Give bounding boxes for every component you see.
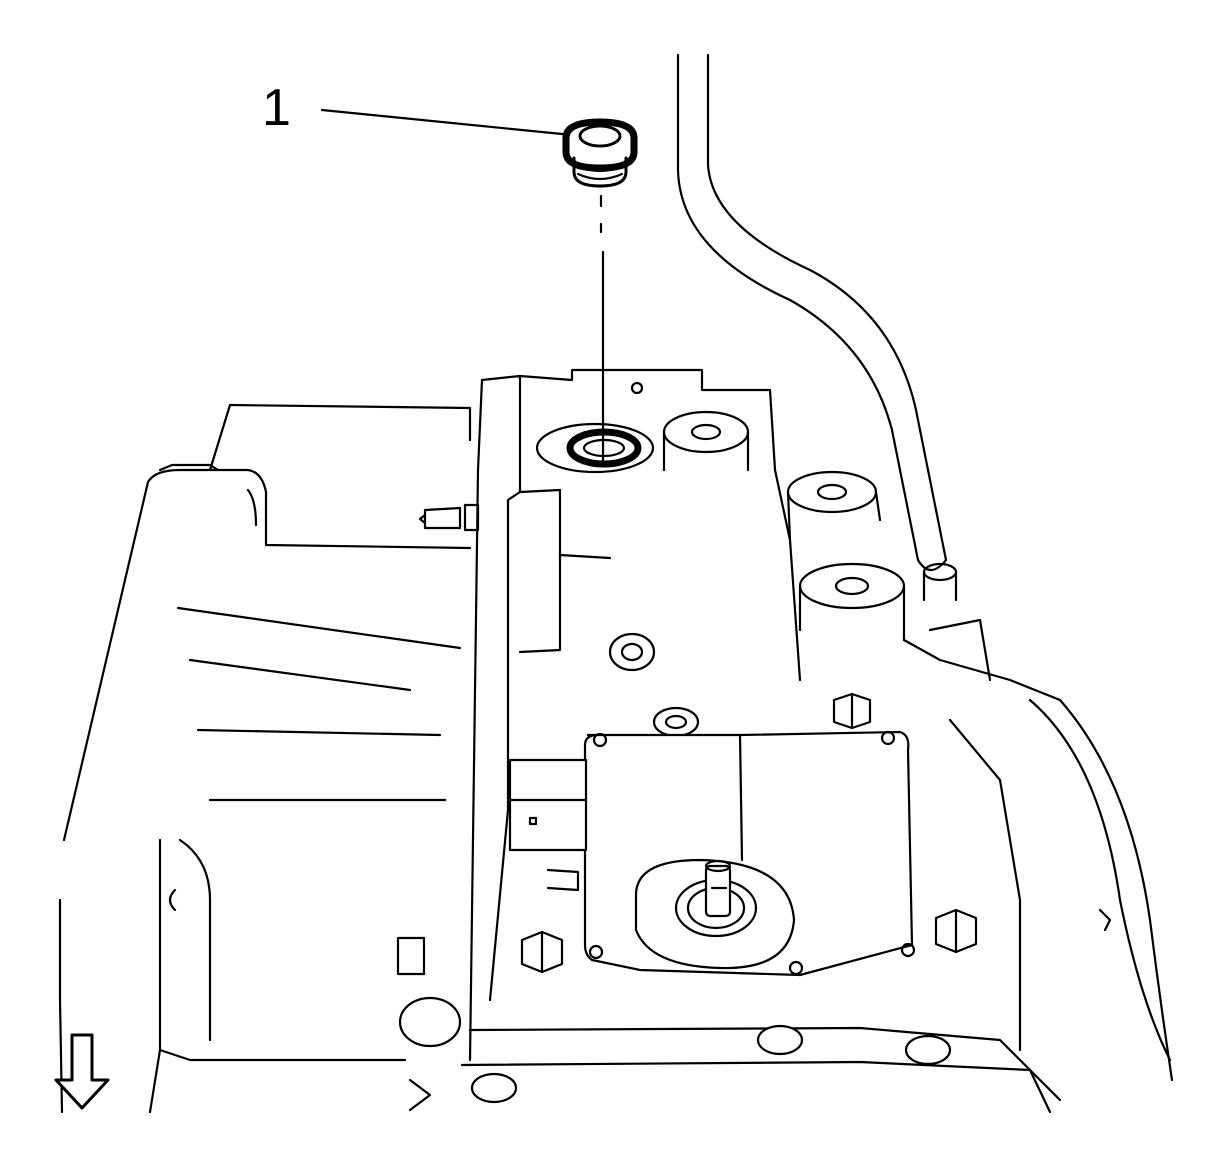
vent-hose [676,53,958,602]
plug-part-1 [562,118,638,188]
transmission-case-center [468,368,777,1062]
transmission-case-right [773,468,1174,1082]
transmission-case-left [58,403,472,1114]
callout-leader-line [320,108,574,137]
boss-middle [786,470,882,542]
ring-boss-left [608,632,656,672]
callout-label-1: 1 [262,79,291,137]
selector-shaft [634,858,796,970]
boss-upper [662,410,750,472]
bolt-side [396,936,426,976]
ring-boss-lower [652,706,700,738]
small-sensor [418,503,480,532]
bolt-right [934,908,978,954]
bolt-left [520,930,564,974]
boss-lower [798,562,906,642]
electrical-connector [508,758,588,892]
bolt-top [832,692,872,730]
lower-flange [398,996,1062,1114]
down-arrow-icon [54,1033,110,1110]
